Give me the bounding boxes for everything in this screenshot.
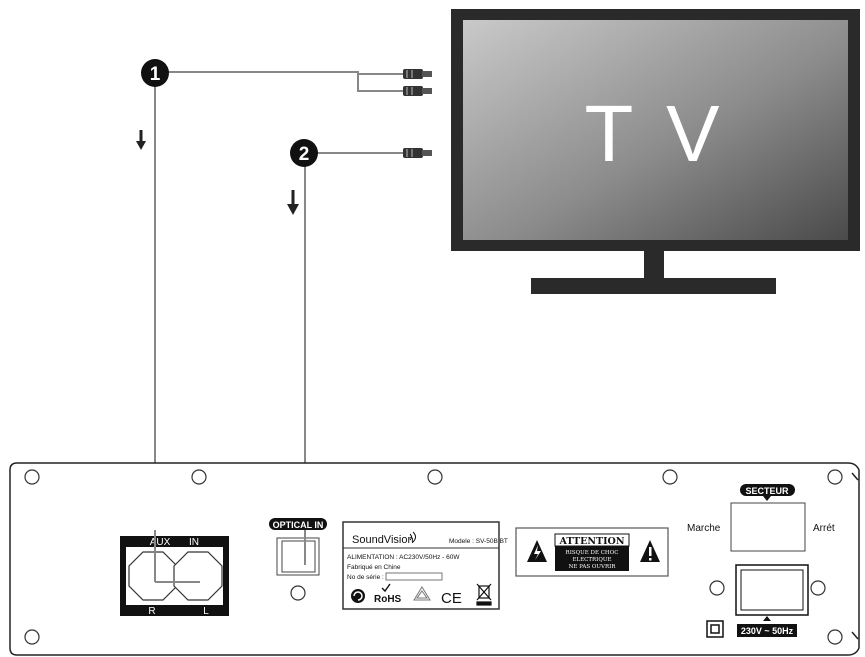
badge-2-number: 2	[299, 144, 310, 165]
power-switch	[730, 502, 806, 552]
serial-box	[385, 572, 443, 581]
aux-r-jack	[128, 551, 178, 601]
attention-line-3: NE PAS OUVRIR	[569, 564, 617, 570]
cable-ends	[154, 530, 306, 583]
badge-2: 2	[290, 139, 318, 167]
green-dot-icon	[351, 589, 365, 603]
rca-plug-1	[403, 69, 432, 79]
cable-1-wire	[155, 71, 404, 92]
rca-plug-2	[403, 86, 432, 96]
tv: T V	[451, 9, 860, 294]
in-label: IN	[189, 537, 199, 548]
tv-stand-neck	[644, 251, 664, 280]
weee-bin-icon	[476, 583, 492, 606]
attention-line-1: RISQUE DE CHOC	[566, 550, 619, 556]
product-info-label: SoundVision Modele : SV-50B BT ALIMENTAT…	[342, 521, 508, 610]
attention-title: ATTENTION	[558, 536, 624, 547]
serial-text: No de série :	[347, 574, 384, 581]
exclamation-warning-icon	[640, 540, 660, 562]
tv-stand-base	[531, 278, 776, 294]
lightning-warning-icon	[527, 540, 547, 562]
power-text: ALIMENTATION : AC230V/50Hz - 60W	[347, 554, 460, 561]
recycle-icon	[413, 586, 431, 601]
ce-text: CE	[441, 590, 462, 607]
double-insulation-icon	[706, 620, 724, 638]
panel-edge-marks	[851, 472, 859, 640]
optical-in-label: OPTICAL IN	[273, 520, 324, 530]
tv-screen	[463, 20, 848, 240]
optical-plug	[403, 148, 432, 158]
check-icon	[381, 583, 391, 593]
badge-1-number: 1	[150, 64, 161, 85]
aux-in-block: AUX IN R L	[120, 536, 229, 617]
model-text: Modele : SV-50B BT	[449, 538, 508, 545]
power-socket	[735, 564, 809, 616]
wave-icon	[409, 531, 416, 543]
arrow-down-icon	[136, 130, 146, 150]
badge-1: 1	[141, 59, 169, 87]
secteur-label: SECTEUR	[745, 486, 789, 496]
aux-label: AUX	[150, 537, 171, 548]
r-label: R	[148, 606, 155, 617]
attention-line-2: ELECTRIQUE	[572, 557, 611, 563]
voltage-badge: 230V ~ 50Hz	[737, 616, 797, 637]
aux-l-jack	[173, 551, 223, 601]
marche-label: Marche	[687, 523, 721, 534]
brand-name: SoundVision	[352, 534, 414, 546]
arrow-down-icon	[287, 190, 299, 215]
rohs-text: RoHS	[374, 594, 402, 605]
tv-label: T V	[584, 89, 725, 178]
attention-warning-label: ATTENTION RISQUE DE CHOC ELECTRIQUE NE P…	[515, 527, 669, 577]
arret-label: Arrét	[813, 523, 835, 534]
made-in-text: Fabriqué en Chine	[347, 564, 401, 571]
optical-in-port: OPTICAL IN	[269, 518, 327, 576]
voltage-label: 230V ~ 50Hz	[741, 626, 794, 636]
l-label: L	[203, 606, 209, 617]
power-switch-area: SECTEUR Marche Arrét	[687, 484, 835, 552]
